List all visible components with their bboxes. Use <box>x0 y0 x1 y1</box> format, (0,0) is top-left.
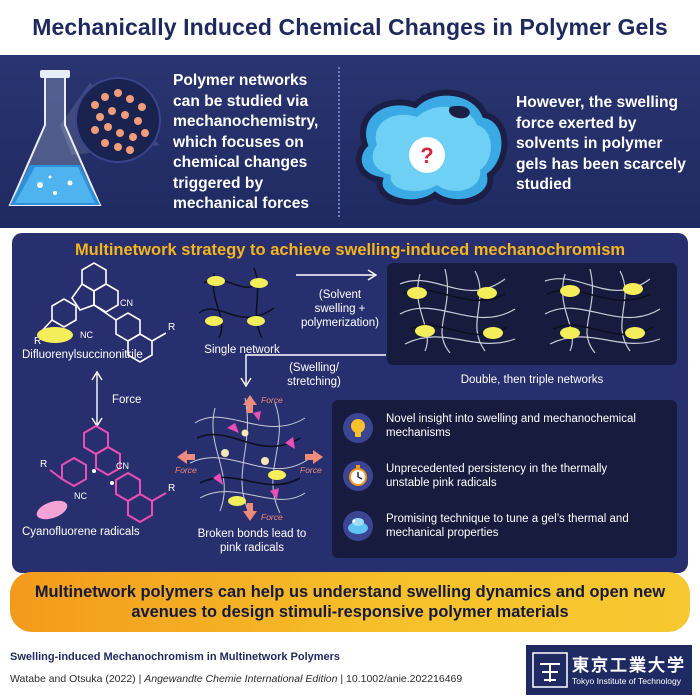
logo-english: Tokyo Institute of Technology <box>572 676 681 686</box>
finding-item: Promising technique to tune a gel’s ther… <box>342 508 672 552</box>
force-arrow-bottom: Force <box>261 512 283 522</box>
chem-cn-2: CN <box>116 461 129 471</box>
logo-emblem-icon <box>532 652 568 688</box>
title-bar: Mechanically Induced Chemical Changes in… <box>0 0 700 55</box>
conclusion-text: Multinetwork polymers can help us unders… <box>34 583 666 621</box>
radical-pill-icon <box>36 500 68 520</box>
single-network-label: Single network <box>204 344 280 356</box>
question-icon <box>409 137 445 173</box>
findings-box <box>332 400 677 558</box>
citation-doi: | 10.1002/anie.202216469 <box>337 673 463 685</box>
lightbulb-icon <box>343 413 373 443</box>
finding-item: Unprecedented persistency in the thermal… <box>342 458 672 502</box>
strategy-panel: Multinetwork strategy to achieve swellin… <box>12 233 688 573</box>
chem-cn: CN <box>120 298 133 308</box>
difluorenyl-structure: R R NC CN <box>34 262 175 363</box>
chem-r-left: R <box>34 336 41 347</box>
force-double-arrow <box>91 370 103 428</box>
finding-text: Unprecedented persistency in the thermal… <box>386 463 608 489</box>
finding-item: Novel insight into swelling and mechanoc… <box>342 408 672 452</box>
flask-illustration <box>8 70 161 206</box>
paper-title: Swelling-induced Mechanochromism in Mult… <box>10 651 341 663</box>
finding-text: Novel insight into swelling and mechanoc… <box>386 413 636 439</box>
force-arrow-left: Force <box>175 465 197 475</box>
finding-text: Promising technique to tune a gel’s ther… <box>386 513 629 539</box>
chem-r-right: R <box>168 322 175 333</box>
broken-bonds-label: Broken bonds lead to pink radicals <box>197 528 307 554</box>
gel-icon <box>343 511 373 541</box>
difluorenyl-label: Difluorenylsuccinonitrile <box>22 349 143 361</box>
divider <box>338 67 340 217</box>
double-triple-diagram <box>399 269 661 353</box>
intro-panel: Polymer networks can be studied via mech… <box>0 55 700 228</box>
intro-left-text: Polymer networks can be studied via mech… <box>173 72 319 212</box>
mechanophore-icon <box>37 327 73 343</box>
double-triple-label: Double, then triple networks <box>460 374 604 386</box>
force-label: Force <box>112 394 142 406</box>
strategy-title: Multinetwork strategy to achieve swellin… <box>74 241 626 259</box>
chem-nc: NC <box>80 330 93 340</box>
solvent-swelling-label: (Solvent swelling + polymerization) <box>301 289 379 329</box>
chem-nc-2: NC <box>74 491 87 501</box>
gel-blob-illustration: ? <box>355 89 508 206</box>
page-title: Mechanically Induced Chemical Changes in… <box>32 14 668 40</box>
broken-network-diagram: Force Force Force Force <box>175 395 323 522</box>
arrow-to-double <box>296 269 378 281</box>
footer: Swelling-induced Mechanochromism in Mult… <box>0 637 700 700</box>
single-network-diagram <box>198 267 275 339</box>
polymer-network-closeup <box>75 77 161 163</box>
chem-r-left-2: R <box>40 459 47 470</box>
question-mark: ? <box>420 143 433 168</box>
cyanofluorene-structure: R R NC CN <box>40 425 175 524</box>
logo-japanese: 東京工業大学 <box>572 656 686 675</box>
intro-right-text: However, the swelling force exerted by s… <box>516 94 686 193</box>
conclusion-banner: Multinetwork polymers can help us unders… <box>10 572 690 632</box>
institution-logo: 東京工業大学 Tokyo Institute of Technology <box>526 645 692 695</box>
citation-journal: Angewandte Chemie International Edition <box>144 673 338 685</box>
citation: Watabe and Otsuka (2022) | Angewandte Ch… <box>10 673 462 685</box>
force-arrow-top: Force <box>261 395 283 405</box>
swelling-stretching-label: (Swelling/ stretching) <box>287 362 341 388</box>
arrow-to-broken <box>240 354 386 388</box>
cyanofluorene-label: Cyanofluorene radicals <box>22 526 140 538</box>
chem-r-right-2: R <box>168 483 175 494</box>
stopwatch-icon <box>343 461 373 491</box>
citation-authors: Watabe and Otsuka (2022) | <box>10 673 145 685</box>
force-arrow-right: Force <box>300 465 322 475</box>
